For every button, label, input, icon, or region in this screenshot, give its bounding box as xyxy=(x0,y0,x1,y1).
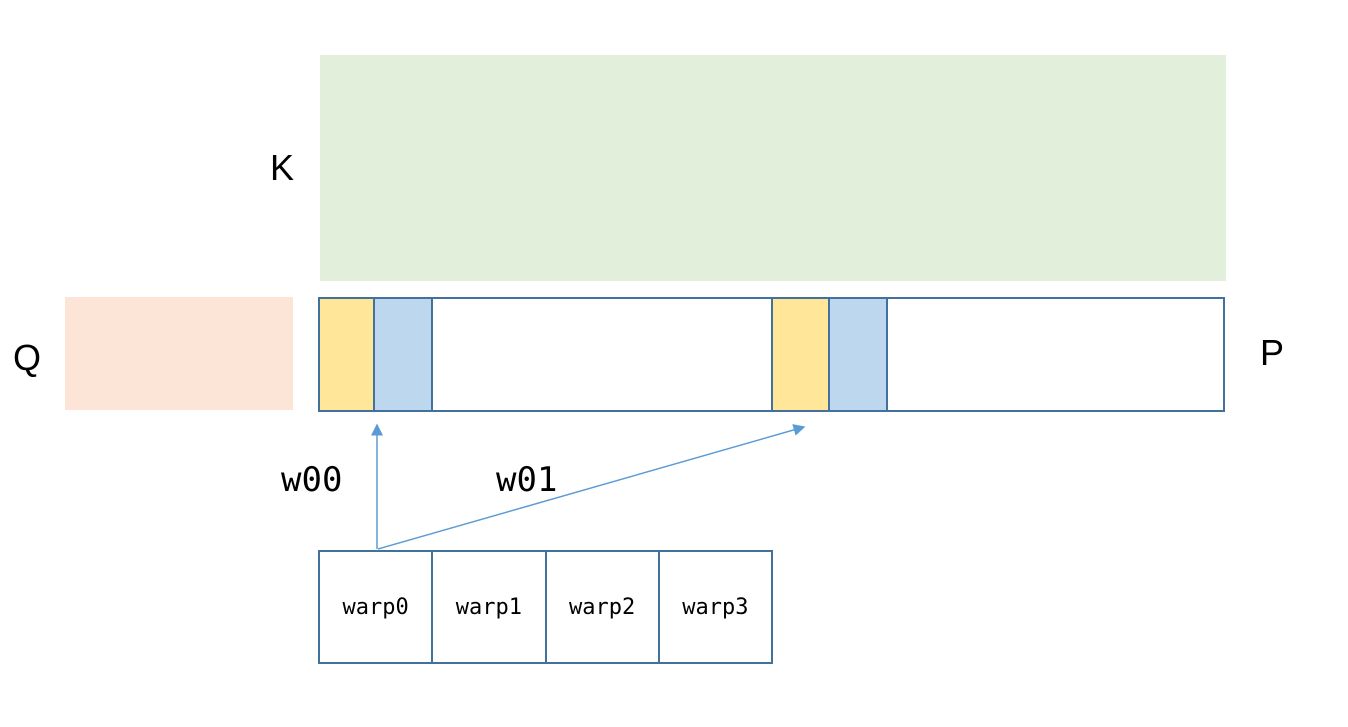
w00-arrow-label: w00 xyxy=(281,460,343,500)
q-matrix-block xyxy=(65,297,293,410)
p-highlight-yellow-1 xyxy=(771,299,830,410)
w01-arrow-label: w01 xyxy=(496,460,558,500)
warp-cell-0: warp0 xyxy=(320,552,434,662)
p-highlight-yellow-0 xyxy=(320,299,375,410)
p-highlight-blue-1 xyxy=(830,299,888,410)
k-matrix-label: K xyxy=(269,147,294,188)
warp-cell-label: warp2 xyxy=(569,594,636,620)
p-highlight-blue-0 xyxy=(375,299,433,410)
warp-cell-2: warp2 xyxy=(547,552,660,662)
k-matrix-block xyxy=(320,55,1226,281)
warp-cell-label: warp1 xyxy=(455,594,522,620)
warp-row: warp0 warp1 warp2 warp3 xyxy=(318,550,773,664)
q-matrix-label: Q xyxy=(12,337,41,378)
w01-arrow xyxy=(377,424,806,550)
warp-cell-label: warp3 xyxy=(682,594,749,620)
warp-cell-label: warp0 xyxy=(342,594,409,620)
p-matrix-row xyxy=(318,297,1225,412)
warp-cell-1: warp1 xyxy=(433,552,547,662)
p-matrix-label: P xyxy=(1259,332,1284,373)
warp-cell-3: warp3 xyxy=(660,552,771,662)
